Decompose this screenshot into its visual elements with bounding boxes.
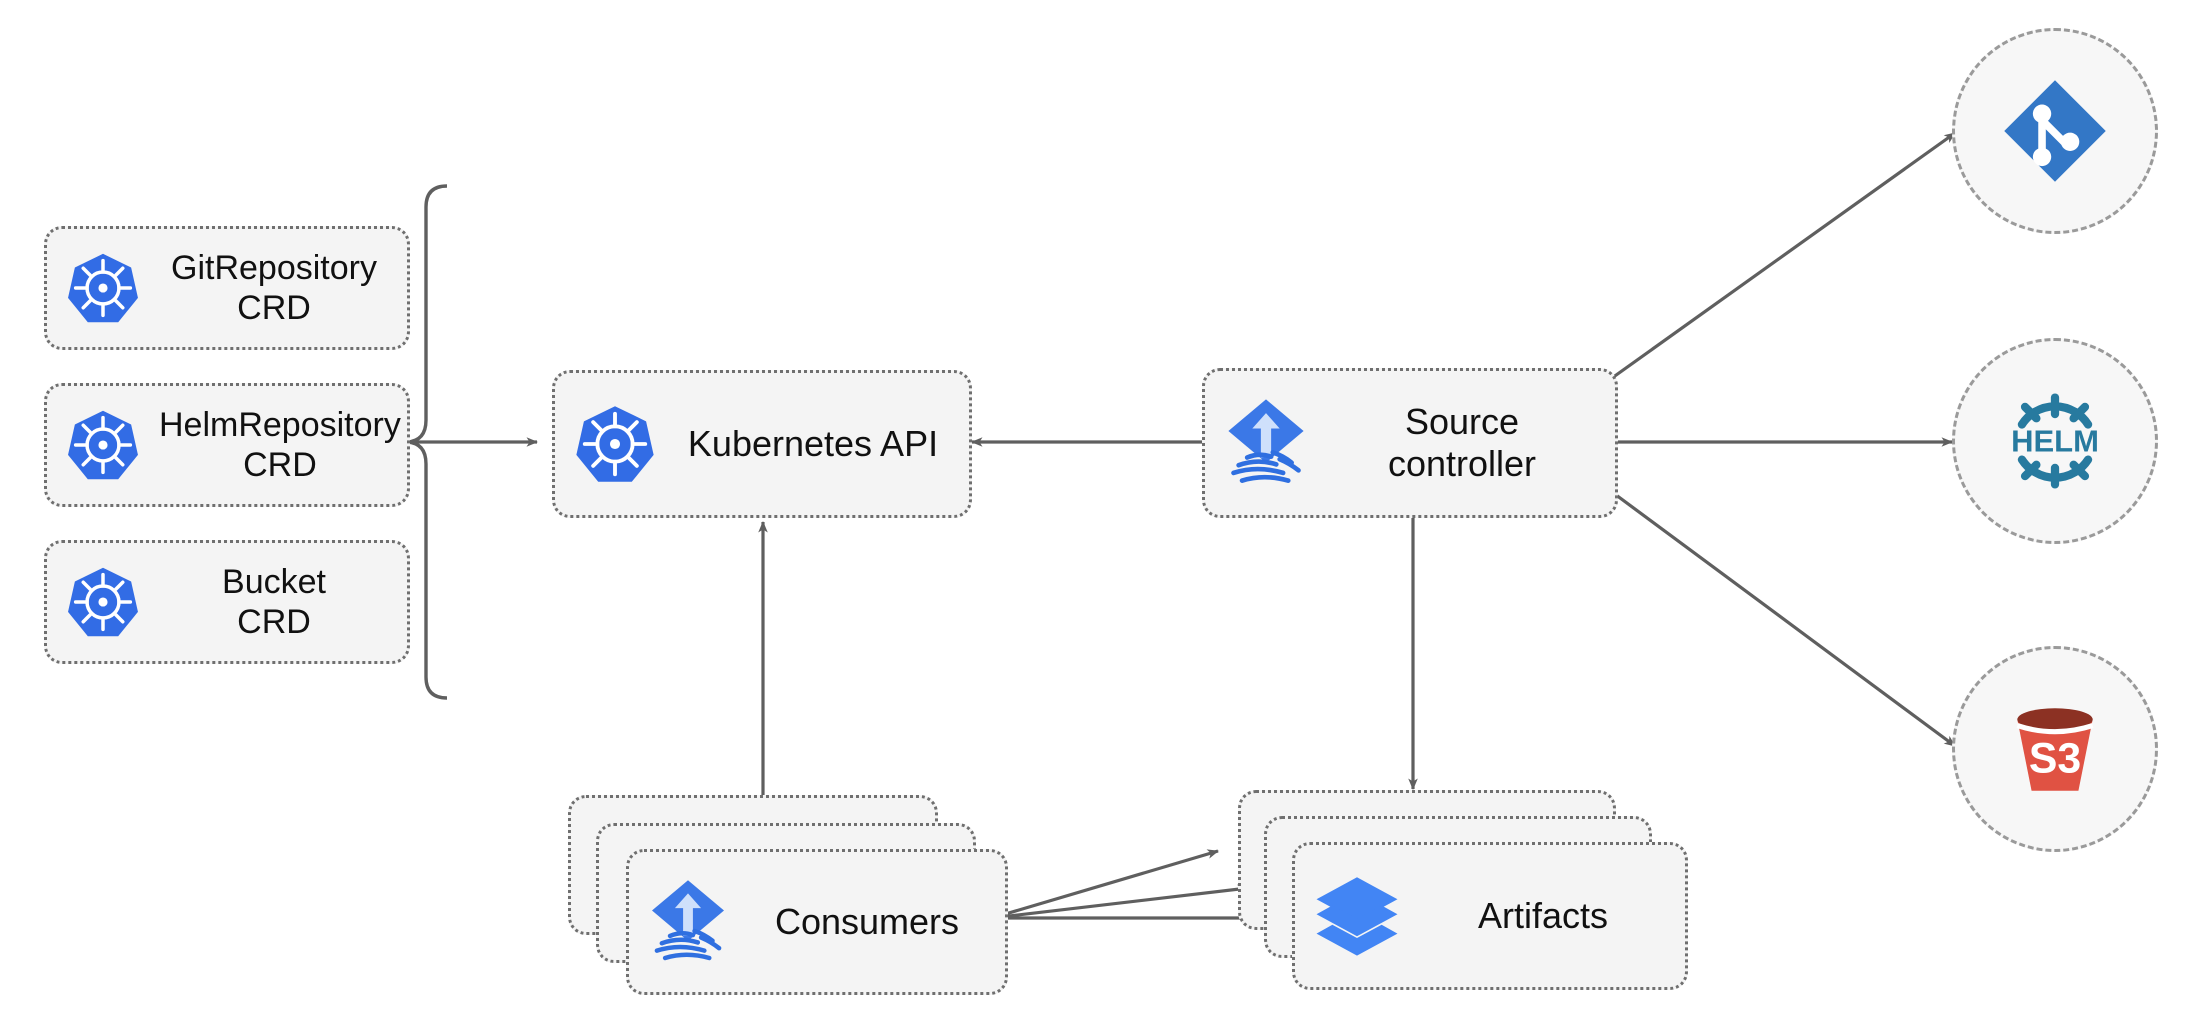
kubernetes-icon: [68, 410, 138, 480]
artifacts-sheet-front[interactable]: Artifacts: [1292, 842, 1688, 990]
node-inner: Consumers: [629, 852, 1005, 992]
helm-label: HELM: [2011, 423, 2099, 458]
flux-icon: [1228, 399, 1304, 483]
node-label: Consumers: [774, 900, 960, 942]
edge-consumers-to-artifacts-1: [991, 849, 1219, 920]
s3-label: S3: [2029, 734, 2081, 782]
node-label: Kubernetes API: [687, 422, 939, 464]
node-artifacts[interactable]: Artifacts: [1238, 790, 1688, 990]
node-label: Artifacts: [1477, 894, 1609, 936]
edge-source-to-git: [1611, 131, 1956, 380]
node-inner: Kubernetes API: [555, 373, 969, 515]
crd-card-gitrepository[interactable]: GitRepository CRD: [44, 226, 410, 350]
helm-icon: HELM: [2011, 393, 2099, 489]
crd-card-helmrepository[interactable]: HelmRepository CRD: [44, 383, 410, 507]
crd-card-inner: GitRepository CRD: [47, 229, 407, 347]
endpoint-s3[interactable]: S3: [1952, 646, 2158, 852]
kubernetes-icon: [68, 253, 138, 323]
node-consumers[interactable]: Consumers: [568, 795, 1008, 995]
node-kubernetes-api[interactable]: Kubernetes API: [552, 370, 972, 518]
node-source-controller[interactable]: Source controller: [1202, 368, 1618, 518]
edge-consumers-to-artifacts-2: [991, 884, 1249, 920]
layers-icon: [1316, 877, 1398, 956]
kubernetes-icon: [576, 406, 654, 482]
consumers-sheet-front[interactable]: Consumers: [626, 849, 1008, 995]
crd-label: HelmRepository CRD: [159, 405, 401, 484]
crd-label: GitRepository CRD: [171, 248, 377, 327]
crd-card-inner: Bucket CRD: [47, 543, 407, 661]
edge-source-to-s3: [1611, 490, 1956, 748]
endpoint-helm[interactable]: HELM: [1952, 338, 2158, 544]
kubernetes-icon: [68, 567, 138, 637]
crd-card-inner: HelmRepository CRD: [47, 386, 419, 504]
node-inner: Artifacts: [1295, 845, 1685, 987]
s3-icon: S3: [2016, 708, 2094, 791]
flux-icon: [652, 880, 724, 961]
node-inner: Source controller: [1205, 371, 1615, 515]
node-label: Source controller: [1387, 400, 1537, 484]
crd-card-bucket[interactable]: Bucket CRD: [44, 540, 410, 664]
endpoint-git[interactable]: [1952, 28, 2158, 234]
crd-label: Bucket CRD: [222, 562, 326, 641]
git-icon: [2004, 80, 2106, 182]
